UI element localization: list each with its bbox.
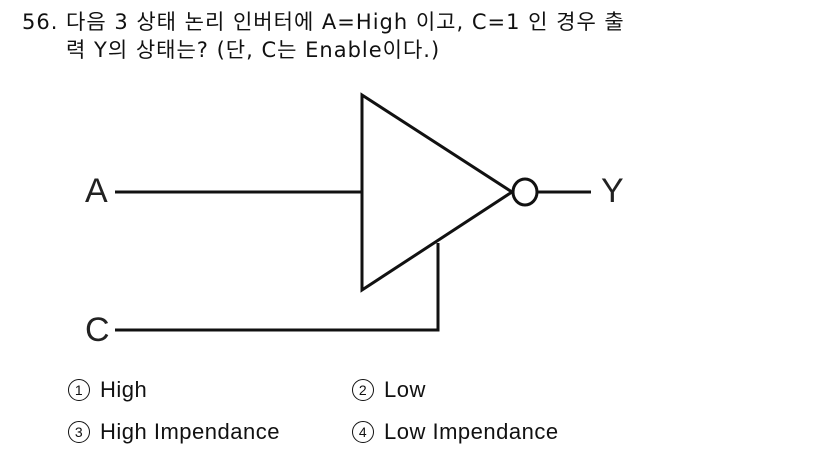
option-text-1: High (100, 377, 148, 402)
option-text-4: Low Impendance (384, 419, 559, 444)
inversion-bubble (511, 177, 539, 207)
inverter-triangle (360, 92, 515, 293)
question-number: 56. (22, 10, 59, 34)
option-marker-3: 3 (68, 421, 90, 443)
option-marker-2: 2 (352, 379, 374, 401)
enable-c-wire (115, 243, 440, 332)
label-a: A (85, 172, 108, 210)
label-c: C (85, 311, 110, 349)
option-4[interactable]: 4 Low Impendance (352, 419, 559, 445)
option-1[interactable]: 1 High (68, 377, 147, 403)
label-y: Y (601, 172, 624, 210)
question-text-1: 다음 3 상태 논리 인버터에 A=High 이고, C=1 인 경우 출 (66, 10, 625, 34)
question-line-1: 56. 다음 3 상태 논리 인버터에 A=High 이고, C=1 인 경우 출 (22, 8, 625, 36)
option-text-2: Low (384, 377, 426, 402)
question: 56. 다음 3 상태 논리 인버터에 A=High 이고, C=1 인 경우 출… (22, 8, 625, 64)
option-2[interactable]: 2 Low (352, 377, 426, 403)
option-marker-1: 1 (68, 379, 90, 401)
option-text-3: High Impendance (100, 419, 280, 444)
option-3[interactable]: 3 High Impendance (68, 419, 280, 445)
question-text-2: 력 Y의 상태는? (단, C는 Enable이다.) (66, 38, 441, 62)
option-marker-4: 4 (352, 421, 374, 443)
